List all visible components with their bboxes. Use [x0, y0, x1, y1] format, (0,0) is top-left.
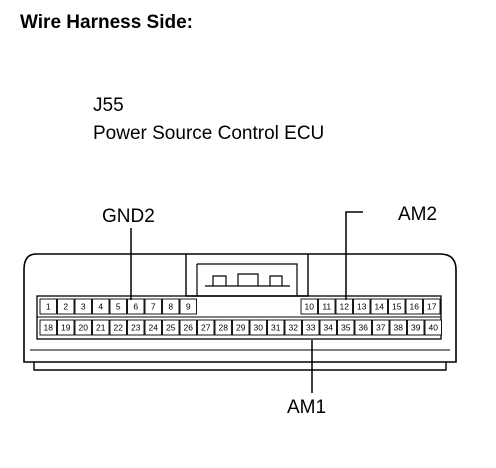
pin-1-cell — [39, 298, 57, 315]
pin-38: 38 — [394, 323, 404, 333]
pin-6: 6 — [133, 302, 138, 312]
pin-1: 1 — [46, 302, 51, 312]
am2-label: AM2 — [398, 204, 437, 225]
pin-19: 19 — [61, 323, 71, 333]
pin-16: 16 — [410, 302, 420, 312]
pin-23-cell — [127, 319, 145, 336]
connector-latch-inner — [196, 263, 298, 296]
pin-8-cell — [162, 298, 180, 315]
pin-11-cell — [318, 298, 336, 315]
pin-27-cell — [197, 319, 215, 336]
pin-17-cell — [423, 298, 441, 315]
pin-14-cell — [370, 298, 388, 315]
pin-31-cell — [267, 319, 285, 336]
pin-20: 20 — [79, 323, 89, 333]
pin-18-cell — [39, 319, 57, 336]
pin-21: 21 — [96, 323, 106, 333]
pin-24-cell — [144, 319, 162, 336]
pin-26: 26 — [184, 323, 194, 333]
pin-8: 8 — [168, 302, 173, 312]
pin-32: 32 — [289, 323, 299, 333]
pin-25-cell — [162, 319, 180, 336]
connector-bottom-rail — [33, 362, 447, 371]
pin-13: 13 — [357, 302, 367, 312]
pin-29: 29 — [236, 323, 246, 333]
pin-25: 25 — [166, 323, 176, 333]
pin-39: 39 — [411, 323, 421, 333]
pin-36-cell — [354, 319, 372, 336]
pin-33-cell — [302, 319, 320, 336]
pin-6-cell — [127, 298, 145, 315]
pin-10: 10 — [305, 302, 315, 312]
pin-27: 27 — [201, 323, 211, 333]
am2-leader — [345, 211, 363, 300]
pin-22-cell — [109, 319, 127, 336]
pin-30-cell — [249, 319, 267, 336]
pin-29-cell — [232, 319, 250, 336]
pin-12: 12 — [340, 302, 350, 312]
pin-40-cell — [424, 319, 442, 336]
pin-26-cell — [179, 319, 197, 336]
pin-3-cell — [74, 298, 92, 315]
pin-10-cell — [300, 298, 318, 315]
pin-15: 15 — [392, 302, 402, 312]
pin-34: 34 — [324, 323, 334, 333]
pin-30: 30 — [254, 323, 264, 333]
pin-28: 28 — [219, 323, 229, 333]
pin-16-cell — [405, 298, 423, 315]
pin-18: 18 — [44, 323, 54, 333]
pin-9-cell — [179, 298, 197, 315]
pin-9: 9 — [186, 302, 191, 312]
pin-15-cell — [388, 298, 406, 315]
pin-20-cell — [74, 319, 92, 336]
pin-37-cell — [372, 319, 390, 336]
pin-37: 37 — [376, 323, 386, 333]
pin-14: 14 — [375, 302, 385, 312]
pin-3: 3 — [81, 302, 86, 312]
pin-12-cell — [335, 298, 353, 315]
pin-39-cell — [407, 319, 425, 336]
pin-21-cell — [92, 319, 110, 336]
connector-latch-tab — [212, 273, 283, 286]
pin-34-cell — [319, 319, 337, 336]
pin-33: 33 — [306, 323, 316, 333]
pin-5: 5 — [116, 302, 121, 312]
gnd2-label: GND2 — [102, 206, 155, 227]
pin-24: 24 — [149, 323, 159, 333]
page-heading: Wire Harness Side: — [20, 12, 194, 33]
pin-19-cell — [57, 319, 75, 336]
connector-id: J55 — [93, 95, 124, 116]
pin-7-cell — [144, 298, 162, 315]
pin-22: 22 — [114, 323, 124, 333]
pin-35: 35 — [341, 323, 351, 333]
pin-4-cell — [92, 298, 110, 315]
pin-35-cell — [337, 319, 355, 336]
pin-40: 40 — [429, 323, 439, 333]
pin-4: 4 — [98, 302, 103, 312]
pin-23: 23 — [131, 323, 141, 333]
pin-2-cell — [57, 298, 75, 315]
pin-7: 7 — [151, 302, 156, 312]
pin-13-cell — [353, 298, 371, 315]
pin-11: 11 — [322, 302, 331, 312]
pin-5-cell — [109, 298, 127, 315]
pin-28-cell — [214, 319, 232, 336]
am1-label: AM1 — [287, 397, 326, 418]
connector-name: Power Source Control ECU — [93, 123, 325, 144]
pin-38-cell — [389, 319, 407, 336]
pin-31: 31 — [271, 323, 281, 333]
pin-32-cell — [284, 319, 302, 336]
pin-17: 17 — [427, 302, 437, 312]
pin-2: 2 — [63, 302, 68, 312]
pin-36: 36 — [359, 323, 369, 333]
